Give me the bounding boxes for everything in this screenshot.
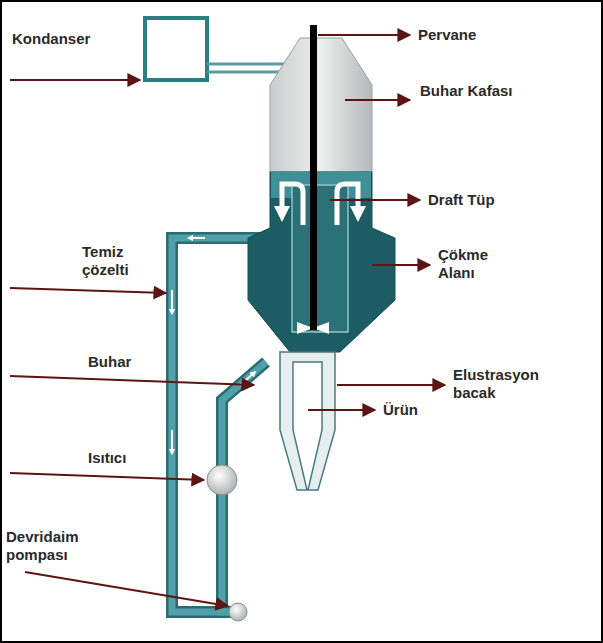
part-label: Devridaim pompası	[6, 528, 106, 564]
elutriation-leg	[280, 352, 335, 490]
part-label: Draft Tüp	[428, 191, 538, 209]
leader-arrows	[10, 35, 445, 606]
heater	[207, 465, 237, 495]
pump	[229, 603, 247, 621]
agitator-shaft	[310, 25, 317, 330]
part-label: Isıtıcı	[88, 449, 178, 467]
part-label: Elustrasyon bacak	[453, 366, 563, 402]
part-label: Ürün	[383, 401, 463, 419]
part-label: Çökme Alanı	[438, 246, 518, 282]
part-label: Kondanser	[12, 30, 132, 48]
vapor-line	[207, 63, 290, 66]
draft-tube	[292, 185, 348, 332]
condenser-box	[145, 18, 207, 80]
part-label: Temiz çözelti	[82, 243, 162, 279]
vapor-line	[207, 71, 285, 74]
vapor-head	[270, 38, 372, 172]
part-label: Buhar Kafası	[420, 82, 520, 100]
flow-arrow	[337, 184, 358, 225]
flow-arrow	[282, 184, 303, 225]
part-label: Pervane	[418, 26, 528, 44]
part-label: Buhar	[88, 353, 168, 371]
